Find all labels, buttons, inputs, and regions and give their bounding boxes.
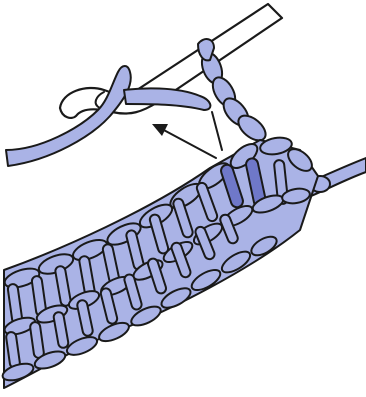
stitch-fabric — [1, 135, 318, 388]
direction-arrow-icon — [152, 112, 222, 158]
foundation-chain — [198, 39, 270, 145]
